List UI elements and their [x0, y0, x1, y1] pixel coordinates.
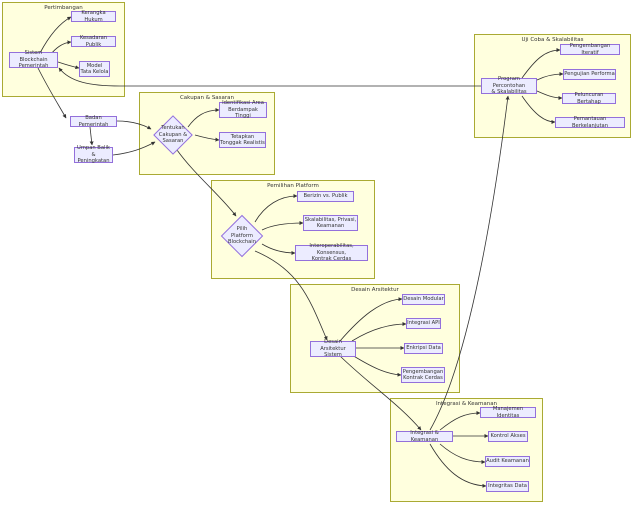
node-berizin-publik[interactable]: Berizin vs. Publik — [297, 191, 354, 202]
cluster-title-platform: Pemilihan Platform — [267, 183, 319, 189]
node-desain-modular[interactable]: Desain Modular — [402, 294, 445, 305]
node-umpan-balik[interactable]: Umpan Balik & Peningkatan — [74, 145, 113, 164]
node-desain-arsitektur[interactable]: Desain Arsitektur Sistem — [310, 339, 356, 358]
node-pilih-platform[interactable]: Pilih Platform Blockchain — [220, 214, 264, 258]
node-manajemen-identitas[interactable]: Manajemen Identitas — [480, 406, 536, 419]
node-interoperabilitas[interactable]: Interoperabilitas, Konsensus, Kontrak Ce… — [295, 243, 368, 262]
cluster-title-ujicoba: Uji Coba & Skalabilitas — [521, 37, 584, 43]
node-integrasi-keamanan[interactable]: Integrasi & Keamanan — [396, 430, 453, 443]
cluster-title-arsitektur: Desain Arsitektur — [351, 287, 399, 293]
node-enkripsi-data[interactable]: Enkripsi Data — [404, 343, 443, 354]
node-program-percontohan[interactable]: Program Percontohan & Skalabilitas — [481, 76, 537, 95]
node-identifikasi-area[interactable]: Identifikasi Area Berdampak Tinggi — [219, 100, 267, 119]
node-sistem-blockchain[interactable]: Sistem Blockchain Pemerintah — [9, 50, 58, 69]
node-audit-keamanan[interactable]: Audit Keamanan — [485, 456, 530, 467]
node-integritas-data[interactable]: Integritas Data — [486, 481, 529, 492]
cluster-title-pertimbangan: Pertimbangan — [44, 5, 83, 11]
node-skalabilitas-privasi[interactable]: Skalabilitas, Privasi, Keamanan — [303, 215, 358, 231]
node-kerangka-hukum[interactable]: Kerangka Hukum — [71, 10, 116, 23]
node-pengembangan-iteratif[interactable]: Pengembangan Iteratif — [560, 43, 620, 56]
node-integrasi-api[interactable]: Integrasi API — [406, 318, 441, 329]
node-kontrol-akses[interactable]: Kontrol Akses — [488, 431, 528, 442]
node-peluncuran-bertahap[interactable]: Peluncuran Bertahap — [562, 92, 616, 105]
node-model-tata-kelola[interactable]: Model Tata Kelola — [79, 61, 110, 77]
node-tetapkan-tonggak[interactable]: Tetapkan Tonggak Realistis — [219, 132, 266, 148]
node-badan-pemerintah[interactable]: Badan Pemerintah — [70, 115, 117, 128]
node-tentukan-label: Tentukan Cakupan & Sasaran — [158, 125, 188, 145]
cluster-title-cakupan: Cakupan & Sasaran — [179, 95, 235, 101]
node-pengujian-performa[interactable]: Pengujian Performa — [563, 69, 616, 80]
node-pilih-label: Pilih Platform Blockchain — [227, 226, 257, 246]
edge-badan-umpan — [89, 126, 94, 146]
node-tentukan-cakupan[interactable]: Tentukan Cakupan & Sasaran — [152, 114, 194, 156]
node-kontrak-cerdas[interactable]: Pengembangan Kontrak Cerdas — [401, 367, 445, 383]
node-kesadaran-publik[interactable]: Kesadaran Publik — [71, 35, 116, 48]
node-pemantauan-berkelanjutan[interactable]: Pemantauan Berkelanjutan — [555, 116, 625, 129]
